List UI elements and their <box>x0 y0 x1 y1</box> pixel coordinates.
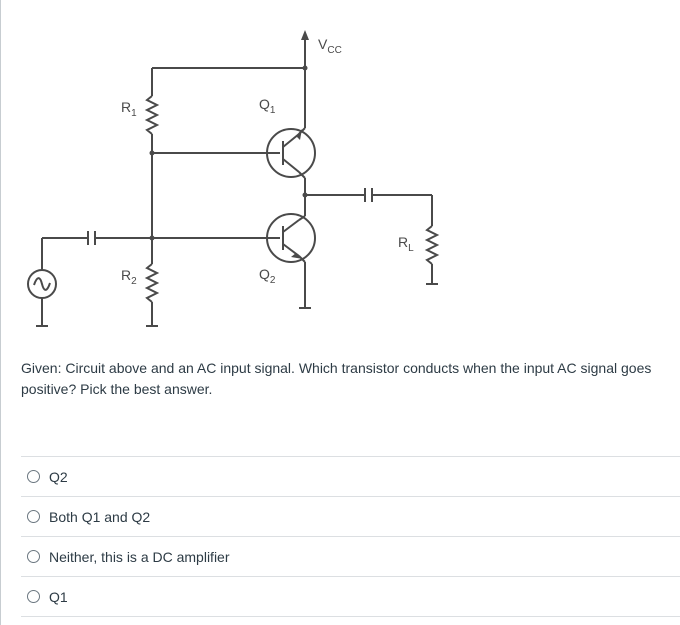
radio-button[interactable] <box>27 590 40 603</box>
circuit-diagram: VCC R1 Q1 RL R2 Q2 <box>27 30 440 327</box>
answer-option-both[interactable]: Both Q1 and Q2 <box>21 496 680 536</box>
answer-list: Q2 Both Q1 and Q2 Neither, this is a DC … <box>21 456 680 617</box>
r2-resistor <box>144 238 160 327</box>
answer-label: Both Q1 and Q2 <box>49 508 151 525</box>
answer-label: Q2 <box>49 468 68 485</box>
r1-label: R1 <box>121 99 137 119</box>
radio-button[interactable] <box>27 550 40 563</box>
answer-option-q2[interactable]: Q2 <box>21 456 680 496</box>
q1-label: Q1 <box>259 96 276 116</box>
radio-button[interactable] <box>27 470 40 483</box>
answer-option-neither[interactable]: Neither, this is a DC amplifier <box>21 536 680 576</box>
vcc-label: VCC <box>318 36 342 56</box>
answer-label: Neither, this is a DC amplifier <box>49 548 230 565</box>
q2-label: Q2 <box>259 266 276 286</box>
rl-resistor <box>424 195 440 285</box>
radio-button[interactable] <box>27 510 40 523</box>
r2-label: R2 <box>121 267 137 287</box>
answer-label: Q1 <box>49 588 68 605</box>
left-border <box>0 0 1 625</box>
output-capacitor <box>305 188 432 202</box>
question-text: Given: Circuit above and an AC input sig… <box>21 360 652 397</box>
r1-resistor <box>144 68 160 153</box>
vcc-terminal <box>152 38 306 69</box>
rl-label: RL <box>398 234 414 254</box>
input-capacitor <box>42 231 152 245</box>
answer-option-q1[interactable]: Q1 <box>21 576 680 617</box>
ac-source <box>27 238 57 327</box>
